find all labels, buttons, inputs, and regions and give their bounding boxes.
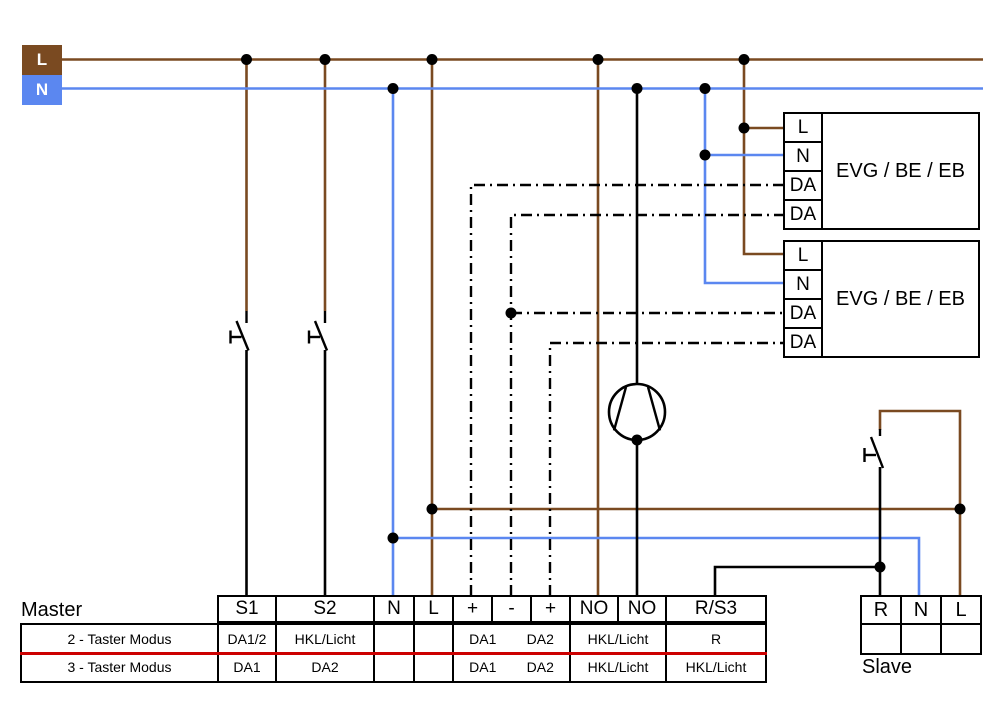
mode-cell-l: [413, 625, 452, 653]
switched-wires: [245, 88, 882, 596]
evg-terminal-strip: L N DA DA: [783, 112, 823, 230]
mode-cell-no: HKL/Licht: [569, 653, 665, 681]
slave-switch-symbol: [863, 429, 885, 469]
terminal-no-2: NO: [617, 595, 667, 623]
master-title: Master: [21, 599, 83, 621]
mode-cell-s2: HKL/Licht: [275, 625, 373, 653]
mode-row-label: 3 - Taster Modus: [67, 659, 172, 675]
slave-terminal-l: L: [940, 595, 982, 625]
evg-unit-1: L N DA DA EVG / BE / EB: [783, 112, 980, 230]
mode-cell-l: [413, 653, 452, 681]
mode-cell-s2: DA2: [275, 653, 373, 681]
dali2-wire: [548, 341, 784, 596]
evg-terminal-strip: L N DA DA: [783, 240, 823, 358]
mode-cell-da1: DA1: [469, 659, 497, 675]
mode-cell-no: HKL/Licht: [569, 625, 665, 653]
slave-terminal-row: R N L: [860, 595, 982, 625]
fan-blade: [612, 386, 628, 431]
live-supply-label: L: [22, 45, 62, 75]
switch-lever: [235, 320, 250, 351]
slave-n-link-wire: [393, 536, 921, 596]
terminal-no-1: NO: [569, 595, 619, 623]
mode-cell-rs3: HKL/Licht: [665, 653, 765, 681]
mode-cell-da2: DA2: [526, 659, 554, 675]
rs3-link-wire: [713, 565, 880, 596]
dali-wires: [469, 183, 784, 596]
junction-dots: [241, 54, 966, 573]
evg-unit-2: L N DA DA EVG / BE / EB: [783, 240, 980, 358]
terminal-da-minus: -: [491, 595, 532, 623]
mode-divider-line: [20, 652, 767, 655]
master-terminal-row: S1 S2 N L + - + NO NO R/S3: [217, 595, 767, 623]
terminal-s1: S1: [217, 595, 277, 623]
slave-terminal-r: R: [860, 595, 902, 625]
evg-terminal-da2: DA: [783, 199, 823, 230]
mode-cell-da2: DA2: [526, 631, 554, 647]
mode-cell-s1: DA1: [217, 653, 275, 681]
slave-empty-row: [860, 623, 982, 655]
fan-blade: [646, 386, 662, 431]
evg-terminal-n: N: [783, 141, 823, 172]
switch-s2-symbol: [307, 311, 329, 351]
neutral-supply-label: N: [22, 75, 62, 105]
mode-cell-s1: DA1/2: [217, 625, 275, 653]
evg-terminal-n: N: [783, 269, 823, 300]
mode-cell-n: [373, 653, 413, 681]
mode-cell-da1: DA1: [469, 631, 497, 647]
terminal-rs3: R/S3: [665, 595, 767, 623]
mode-row-label: 2 - Taster Modus: [67, 631, 172, 647]
slave-empty-cell: [900, 623, 942, 655]
terminal-l: L: [413, 595, 454, 623]
terminal-da-plus-1: +: [452, 595, 493, 623]
master-mode-table: 2 - Taster Modus DA1/2 HKL/Licht DA1 DA2…: [20, 623, 767, 683]
evg-terminal-l: L: [783, 112, 823, 143]
mode-cell-dali: DA1 DA2: [452, 625, 569, 653]
dali-minus-wire: [509, 213, 784, 596]
terminal-s2: S2: [275, 595, 375, 623]
slave-title: Slave: [862, 656, 913, 678]
mode-cell-rs3: R: [665, 625, 765, 653]
switch-lever: [313, 320, 329, 351]
terminal-n: N: [373, 595, 415, 623]
mode-cell-dali: DA1 DA2: [452, 653, 569, 681]
evg-terminal-da2: DA: [783, 327, 823, 358]
evg-label: EVG / BE / EB: [821, 112, 980, 230]
slave-terminal-n: N: [900, 595, 942, 625]
mode-cell-n: [373, 625, 413, 653]
switch-s1-symbol: [229, 311, 250, 351]
slave-terminal-block: R N L: [860, 595, 982, 655]
evg-terminal-da1: DA: [783, 298, 823, 329]
slave-empty-cell: [860, 623, 902, 655]
evg-terminal-da1: DA: [783, 170, 823, 201]
fan-symbol: [607, 382, 667, 442]
evg-label: EVG / BE / EB: [821, 240, 980, 358]
terminal-da-plus-2: +: [530, 595, 571, 623]
switch-lever: [869, 436, 885, 469]
slave-empty-cell: [940, 623, 982, 655]
evg-terminal-l: L: [783, 240, 823, 271]
